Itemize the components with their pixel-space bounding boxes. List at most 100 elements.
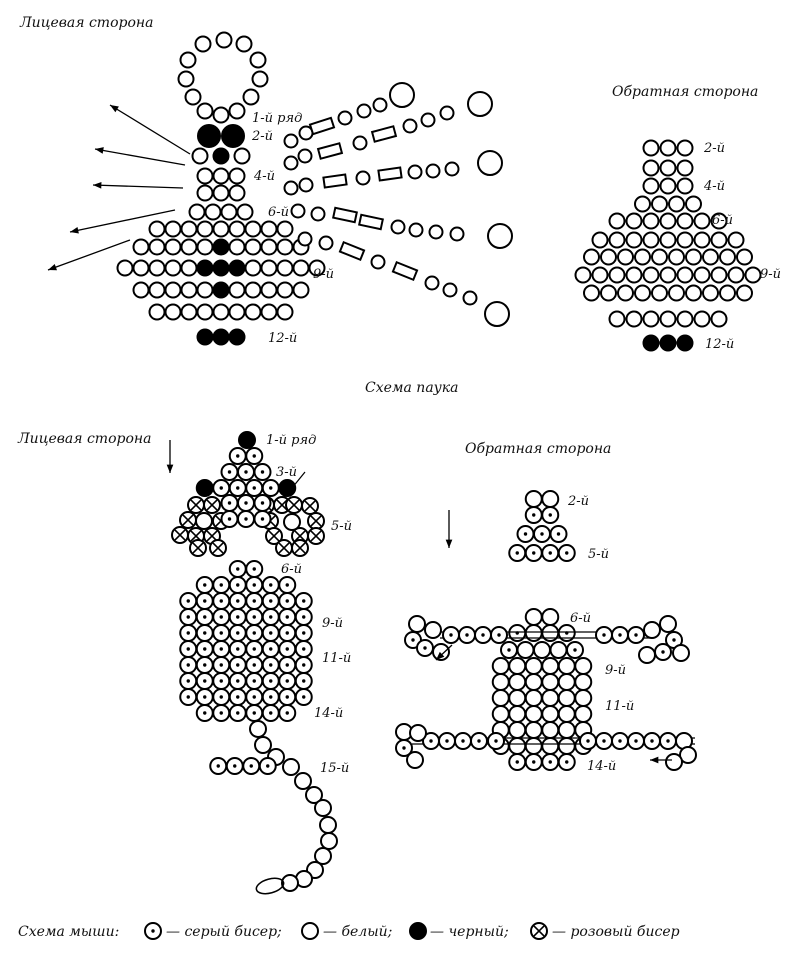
bead-white — [297, 231, 313, 247]
bead-outline — [659, 159, 677, 177]
bead-center-dot — [203, 663, 207, 667]
bead-center-dot — [186, 615, 190, 619]
spider-front-row2-label: 2-й — [251, 129, 273, 144]
bead-center-dot — [186, 663, 190, 667]
bead-gray — [195, 640, 214, 658]
bead-center-dot — [252, 711, 256, 715]
bead-outline — [148, 259, 166, 277]
bead-outline — [254, 736, 272, 754]
arrow-shaft — [69, 209, 176, 233]
bead-center-dot — [302, 679, 306, 683]
bead-gray — [179, 640, 198, 658]
bead-outline — [710, 310, 728, 328]
bead-center-dot — [269, 583, 273, 587]
bead-white — [541, 657, 560, 675]
bead-white — [260, 259, 278, 277]
bugle-bead — [322, 173, 348, 189]
bead-center-dot — [227, 517, 232, 521]
bead-outline — [228, 102, 246, 120]
bead-outline — [638, 646, 656, 664]
bead-pink — [189, 539, 207, 557]
bead-outline — [298, 177, 314, 193]
bead-center-dot — [219, 663, 223, 667]
bead-white — [196, 281, 214, 299]
bead-white — [541, 689, 560, 707]
bead-pink — [209, 539, 227, 557]
bead-white — [524, 737, 543, 755]
spider-back-scheme — [574, 139, 762, 352]
bead-outline — [276, 281, 294, 299]
bead-center-dot — [233, 764, 237, 768]
bead-outline — [310, 206, 326, 222]
bead-white — [541, 721, 560, 739]
bead-white — [600, 248, 617, 266]
spider-right-leg — [283, 82, 415, 149]
bead-outline — [574, 673, 593, 691]
bead-outline — [294, 772, 312, 790]
bead-outline — [409, 724, 427, 742]
bead-white — [710, 266, 728, 284]
bead-outline — [244, 238, 262, 256]
bead-outline — [541, 689, 560, 707]
bead-white — [676, 159, 694, 177]
bead-outline — [524, 490, 543, 508]
bead-pink — [291, 539, 309, 557]
bead-white — [651, 284, 668, 302]
bead-outline — [665, 753, 683, 771]
bead-center-dot — [151, 929, 155, 933]
bead-outline — [676, 231, 694, 249]
bead-white — [524, 689, 543, 707]
bead-black — [409, 922, 427, 940]
bead-gray — [278, 624, 297, 642]
bead-gray — [212, 656, 231, 674]
bead-outline — [549, 641, 568, 659]
bead-center-dot — [515, 551, 519, 555]
bead-center-dot — [634, 633, 638, 637]
bead-white — [693, 212, 711, 230]
bead-cross-line — [288, 499, 300, 511]
bead-gray — [245, 479, 264, 497]
bead-outline — [736, 284, 753, 302]
bead-outline — [164, 220, 182, 238]
mouse-front-row11-label: 11-й — [322, 651, 351, 666]
bead-center-dot — [497, 633, 501, 637]
bugle-bead — [377, 166, 403, 182]
bead-white — [244, 259, 262, 277]
bead-gray — [487, 732, 505, 750]
bead-outline — [557, 721, 576, 739]
bead-gray — [245, 672, 264, 690]
bead-gray — [566, 641, 584, 659]
bead-outline — [314, 799, 332, 817]
bead-white — [744, 266, 762, 284]
bead-gray — [245, 560, 264, 578]
bead-white — [228, 238, 246, 256]
bead-white — [591, 266, 609, 284]
bead-outline — [188, 203, 206, 221]
bead-white — [710, 310, 728, 328]
bead-center-dot — [269, 695, 273, 699]
bead-white — [177, 70, 195, 88]
bead-outline — [432, 643, 450, 661]
bead-white — [557, 673, 576, 691]
mouse-back-scheme — [395, 490, 697, 771]
bead-outline — [292, 259, 310, 277]
bead-center-dot — [236, 615, 240, 619]
bead-white — [180, 281, 198, 299]
bead-outline — [574, 705, 593, 723]
spider-right-leg — [290, 203, 513, 249]
bead-outline — [541, 490, 560, 508]
bead-outline — [625, 266, 643, 284]
bead-gray — [643, 732, 661, 750]
bead-white — [260, 281, 278, 299]
bead-white — [212, 167, 230, 185]
bead-outline — [196, 238, 214, 256]
bead-white — [191, 147, 209, 165]
bead-white — [541, 705, 560, 723]
bead-gray — [508, 753, 527, 771]
bead-outline — [672, 644, 690, 662]
spider-left-leg-arrow — [47, 239, 131, 271]
bead-gray — [579, 732, 597, 750]
bead-black — [195, 479, 214, 497]
bead-white — [164, 220, 182, 238]
bead-white — [180, 259, 198, 277]
